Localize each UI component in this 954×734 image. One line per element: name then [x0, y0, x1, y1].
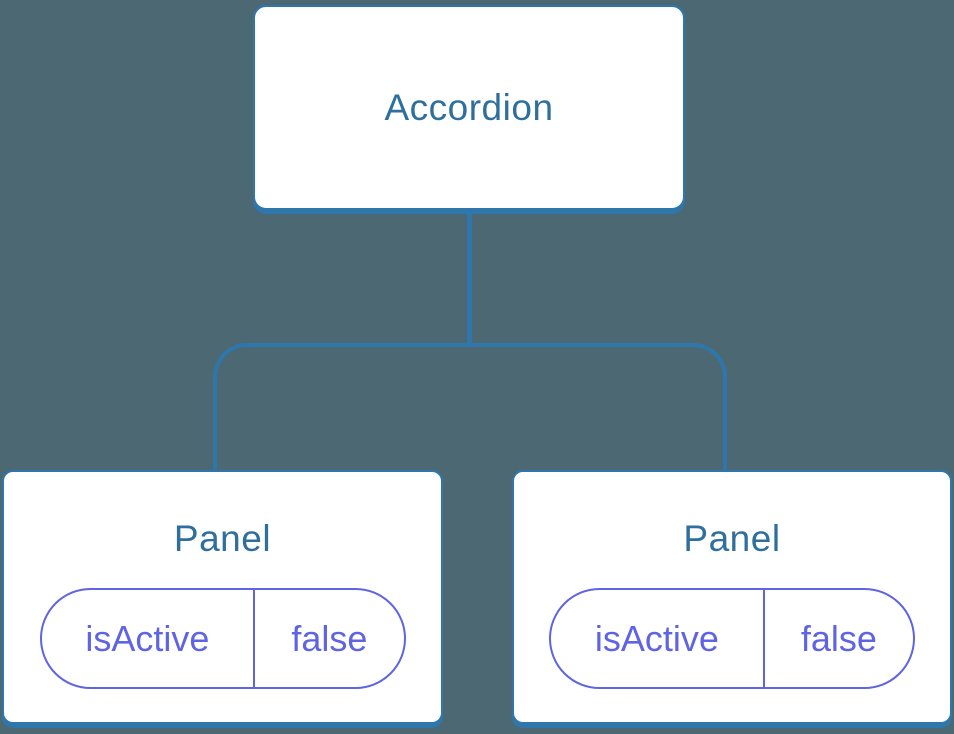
- node-accordion: Accordion: [253, 5, 685, 210]
- state-badge-right: isActive false: [549, 588, 915, 689]
- state-key: isActive: [594, 617, 719, 659]
- state-badge-left: isActive false: [39, 588, 406, 689]
- node-panel-left: Panel isActive false: [2, 470, 443, 724]
- state-value: false: [762, 590, 913, 687]
- state-key: isActive: [85, 617, 210, 659]
- node-panel-right: Panel isActive false: [512, 470, 952, 724]
- connector-stem: [467, 208, 472, 347]
- node-panel-left-label: Panel: [173, 518, 272, 559]
- connector-bracket: [213, 343, 727, 470]
- node-panel-right-label: Panel: [683, 518, 781, 559]
- node-accordion-label: Accordion: [384, 86, 554, 128]
- state-value: false: [253, 590, 403, 687]
